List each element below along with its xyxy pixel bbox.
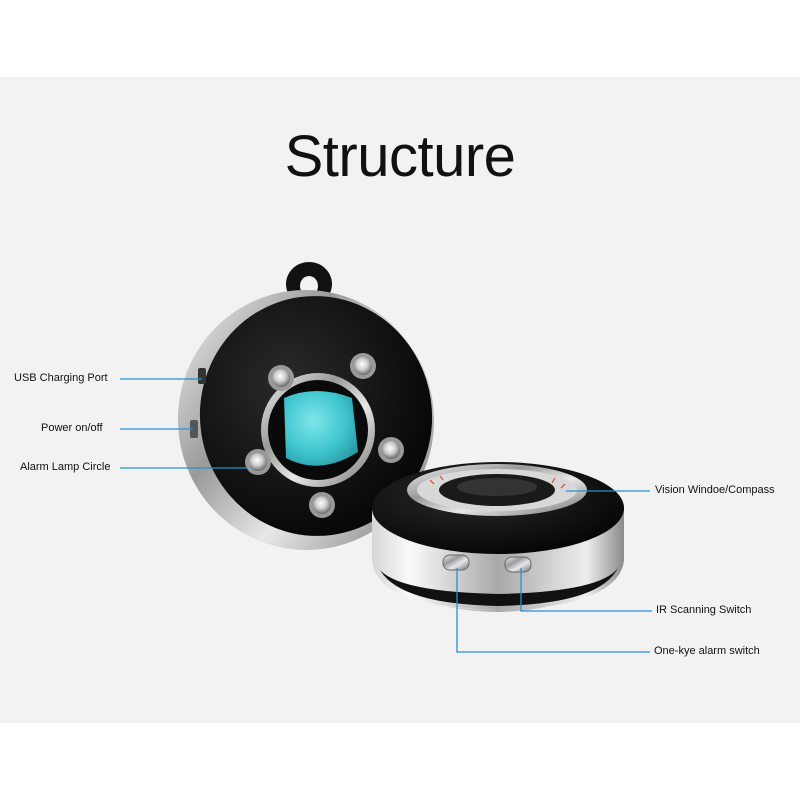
leader-ir xyxy=(520,568,652,612)
leader-alarm-switch xyxy=(456,568,650,653)
label-power: Power on/off xyxy=(41,422,103,434)
label-vision-window: Vision Windoe/Compass xyxy=(655,484,775,496)
led-ring xyxy=(245,353,404,518)
power-switch xyxy=(190,420,198,438)
usb-port xyxy=(198,368,206,384)
page-title: Structure xyxy=(284,124,516,189)
detector-side xyxy=(372,462,624,612)
label-alarm-switch: One-kye alarm switch xyxy=(654,645,760,657)
ir-scan-button xyxy=(504,556,532,573)
leader-lines xyxy=(120,378,652,653)
alarm-button xyxy=(442,554,470,571)
lens-window xyxy=(284,391,358,466)
label-usb-port: USB Charging Port xyxy=(14,372,108,384)
label-alarm-lamp: Alarm Lamp Circle xyxy=(20,461,111,473)
detector-front xyxy=(177,290,435,550)
label-ir-switch: IR Scanning Switch xyxy=(656,604,752,616)
